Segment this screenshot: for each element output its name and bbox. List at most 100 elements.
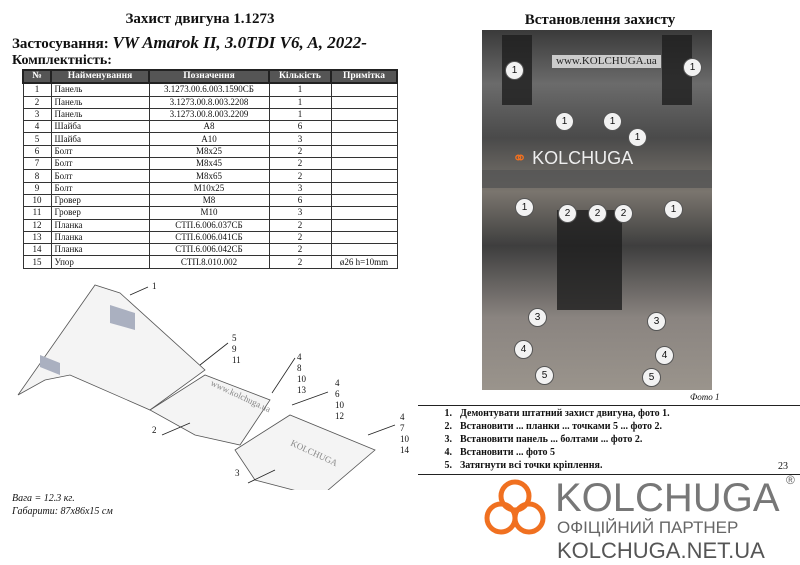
side-plate (40, 355, 60, 375)
step-number: 3. (444, 434, 453, 445)
table-cell: 11 (22, 206, 52, 220)
step-number: 4. (444, 447, 453, 458)
table-cell: 7 (22, 157, 52, 171)
table-cell: Панель (50, 107, 150, 122)
step-text: Демонтувати штатний захист двигуна, фото… (460, 408, 670, 419)
overlay-brand: KOLCHUGA (555, 476, 780, 520)
table-cell: М10 (148, 206, 270, 220)
photo-callout-1: 1 (683, 58, 702, 77)
table-cell: Панель (50, 95, 150, 109)
table-cell: 9 (22, 181, 52, 195)
table-cell: Планка (50, 218, 150, 232)
overlay-site: KOLCHUGA.NET.UA (557, 538, 765, 563)
table-cell: М8х65 (148, 169, 270, 183)
table-cell: Планка (50, 230, 150, 245)
column-header: Найменування (50, 68, 150, 85)
application-label: Застосування: (12, 36, 109, 52)
table-cell (330, 144, 398, 159)
table-cell: 1 (22, 82, 52, 97)
table-cell: 1 (268, 95, 332, 109)
column-header: Кількість (268, 68, 332, 85)
photo-callout-5: 5 (642, 368, 661, 387)
table-cell (330, 120, 398, 134)
table-cell: 13 (22, 230, 52, 245)
table-cell: 1 (268, 82, 332, 97)
table-cell: СТП.8.010.002 (148, 255, 270, 269)
table-cell: 2 (268, 243, 332, 257)
table-cell: Шайба (50, 120, 150, 134)
table-cell (330, 169, 398, 183)
table-cell: 14 (22, 243, 52, 257)
table-cell: 6 (268, 120, 332, 134)
callout-3: 3 (235, 468, 240, 478)
table-cell: 3.1273.00.8.003.2209 (148, 107, 270, 122)
table-cell (330, 218, 398, 232)
leader-lines (129, 286, 396, 484)
install-step: 1.Демонтувати штатний захист двигуна, фо… (420, 408, 670, 420)
column-header: № (22, 68, 52, 85)
photo-callout-4: 4 (514, 340, 533, 359)
table-cell: М8 (148, 193, 270, 208)
kolchuga-rings-logo (484, 479, 546, 535)
table-cell: М8х45 (148, 157, 270, 171)
step-text: Встановити ... планки ... точками 5 ... … (460, 421, 663, 432)
table-cell: 6 (268, 193, 332, 208)
document-title: Захист двигуна 1.1273 (125, 11, 275, 27)
table-cell: 5 (22, 132, 52, 146)
table-cell: Шайба (50, 132, 150, 146)
table-cell (330, 95, 398, 109)
install-step: 5.Затягнути всі точки кріплення. (420, 460, 603, 472)
install-step: 2. Встановити ... планки ... точками 5 ..… (420, 421, 663, 433)
table-cell: 2 (268, 218, 332, 232)
table-cell: Болт (50, 169, 150, 183)
photo-brand-text: KOLCHUGA (532, 148, 634, 168)
table-cell: Гровер (50, 193, 150, 208)
table-cell (330, 157, 398, 171)
callout-4-8-10-13: 4 8 10 13 (297, 352, 306, 395)
column-header: Позначення (148, 68, 270, 85)
table-cell: 3.1273.00.8.003.2208 (148, 95, 270, 109)
table-cell: Болт (50, 181, 150, 195)
step-number: 2. (444, 421, 453, 432)
table-cell: 3 (268, 206, 332, 220)
panel-1 (17, 284, 206, 411)
table-cell: 2 (268, 255, 332, 269)
table-cell: 1 (268, 107, 332, 122)
photo-callout-3: 3 (528, 308, 547, 327)
table-cell (330, 132, 398, 146)
rings-icon: ⚭ (512, 148, 533, 168)
table-cell: М8х25 (148, 144, 270, 159)
table-cell: ø26 h=10mm (330, 255, 398, 269)
table-cell: А10 (148, 132, 270, 146)
photo-callout-1: 1 (603, 112, 622, 131)
table-cell: Планка (50, 243, 150, 257)
page-number: 23 (778, 461, 788, 472)
overlay-partner: ОФІЦІЙНИЙ ПАРТНЕР (557, 518, 739, 537)
divider (418, 405, 800, 406)
specs: Вага = 12.3 кг.Габарити: 87х86х15 см (12, 492, 113, 518)
table-cell: 3 (268, 132, 332, 146)
install-step: 4. Встановити ... фото 5 (420, 447, 556, 459)
step-text: Встановити ... фото 5 (460, 447, 556, 458)
table-cell: СТП.6.006.041СБ (148, 230, 270, 245)
photo-callout-5: 5 (535, 366, 554, 385)
table-cell: 12 (22, 218, 52, 232)
callout-2: 2 (152, 425, 157, 435)
kit-label: Комплектність: (12, 53, 112, 68)
table-cell: М10х25 (148, 181, 270, 195)
table-cell: Гровер (50, 206, 150, 220)
callout-1: 1 (152, 281, 157, 291)
install-title: Встановлення захисту (524, 12, 676, 28)
photo-callout-4: 4 (655, 346, 674, 365)
table-cell: 2 (268, 144, 332, 159)
